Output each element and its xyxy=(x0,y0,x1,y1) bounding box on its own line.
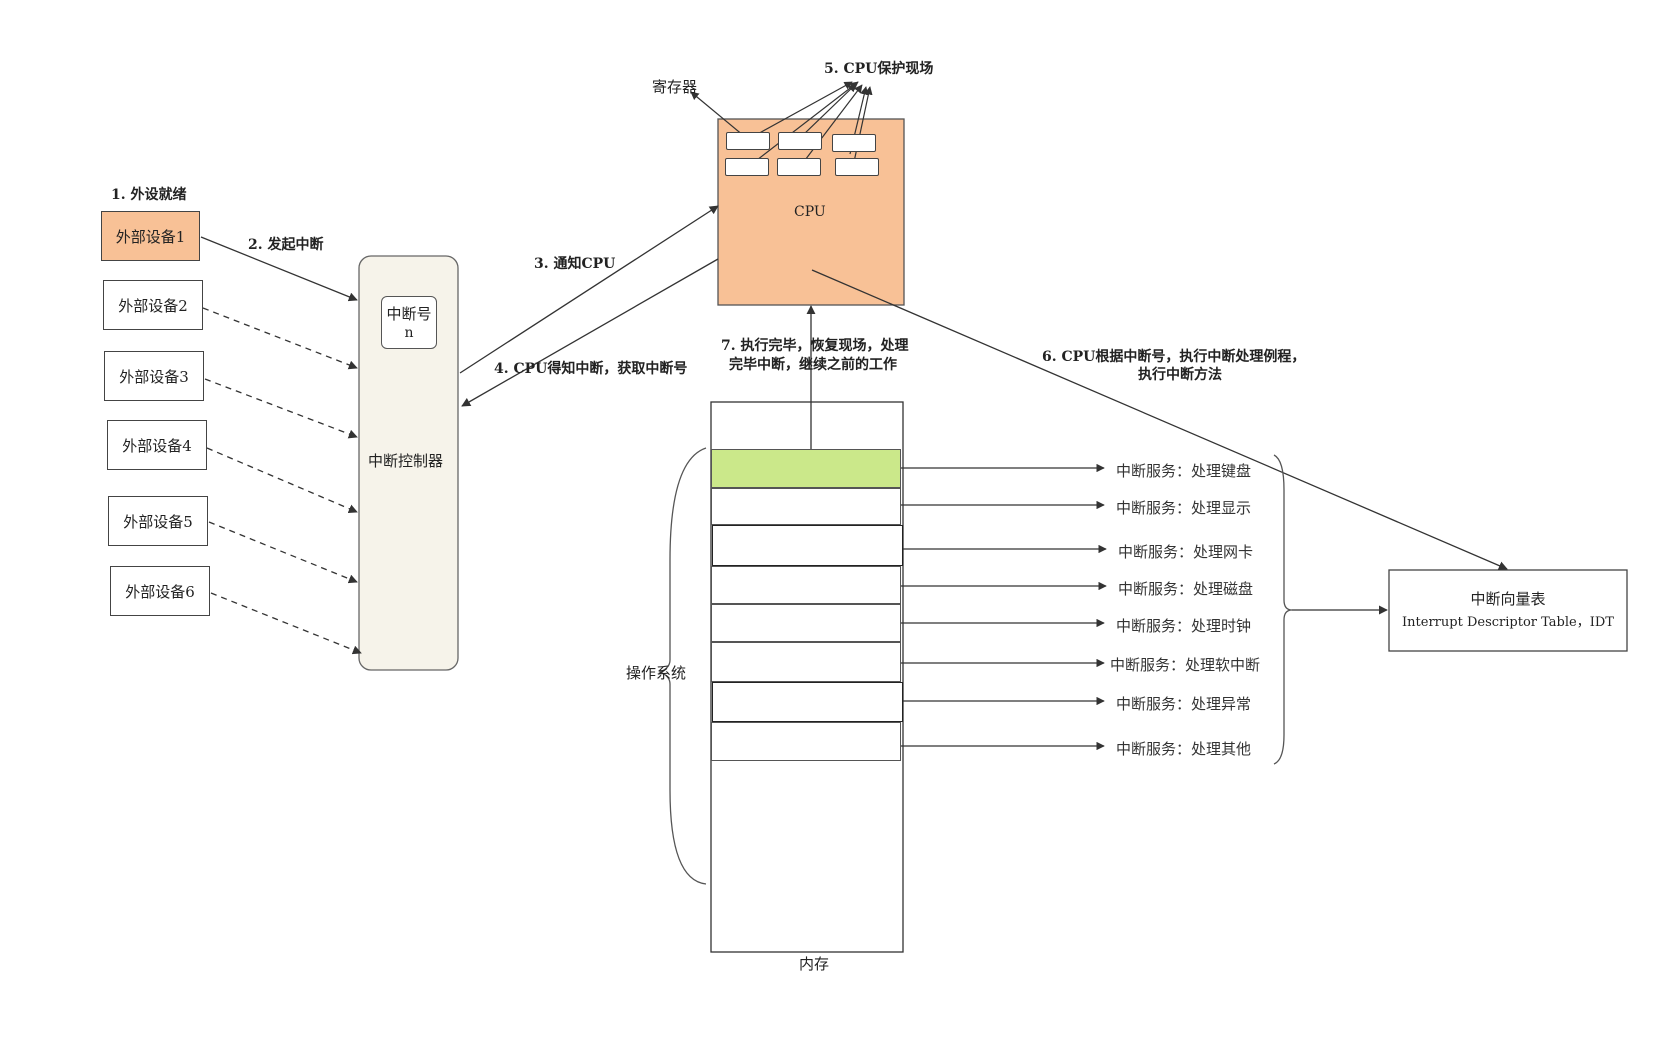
idt-title: 中断向量表 xyxy=(1470,590,1546,608)
step7-label-line1: 7. 执行完毕，恢复现场，处理 xyxy=(721,338,909,354)
register-5 xyxy=(777,158,821,176)
step7-label-line2: 完毕中断，继续之前的工作 xyxy=(729,357,897,373)
service-nic: 中断服务：处理网卡 xyxy=(1118,543,1254,561)
register-2 xyxy=(778,132,822,150)
arrow-protect-3 xyxy=(743,81,859,171)
step1-label: 1. 外设就绪 xyxy=(111,187,187,203)
arrow-device5-to-controller xyxy=(208,521,358,584)
service-exception: 中断服务：处理异常 xyxy=(1116,695,1252,713)
service-softirq: 中断服务：处理软中断 xyxy=(1110,656,1261,674)
device-4: 外部设备4 xyxy=(107,420,207,470)
step6-label-line2: 执行中断方法 xyxy=(1138,367,1222,383)
step5-label: 5. CPU保护现场 xyxy=(824,61,934,77)
service-keyboard: 中断服务：处理键盘 xyxy=(1116,462,1252,480)
memory-slot-disk xyxy=(711,566,901,604)
memory-slot-keyboard xyxy=(711,449,901,488)
arrow-protect-1 xyxy=(753,81,853,137)
memory-label: 内存 xyxy=(799,955,830,973)
arrow-save-register xyxy=(690,91,745,137)
service-disk: 中断服务：处理磁盘 xyxy=(1118,580,1254,598)
irq-number-box: 中断号 n xyxy=(381,296,437,349)
register-3 xyxy=(832,134,876,152)
step6-label-line1: 6. CPU根据中断号，执行中断处理例程， xyxy=(1042,349,1306,365)
device-5: 外部设备5 xyxy=(108,496,208,546)
arrow-device4-to-controller xyxy=(206,447,358,513)
arrow-device6-to-controller xyxy=(210,592,362,655)
register-6 xyxy=(835,158,879,176)
step2-label: 2. 发起中断 xyxy=(248,237,324,253)
step3-label: 3. 通知CPU xyxy=(534,256,616,272)
irq-number-value: n xyxy=(404,324,414,341)
cpu-label: CPU xyxy=(794,204,826,220)
idt-box xyxy=(1388,569,1628,652)
service-other: 中断服务：处理其他 xyxy=(1116,740,1252,758)
device-6: 外部设备6 xyxy=(110,566,210,616)
os-brace xyxy=(658,447,707,885)
idt-subtitle: Interrupt Descriptor Table，IDT xyxy=(1402,615,1614,630)
services-brace xyxy=(1273,454,1293,765)
memory-slot-exception xyxy=(712,682,903,722)
arrow-device1-to-controller xyxy=(200,236,358,302)
os-label: 操作系统 xyxy=(626,664,687,682)
arrow-controller-to-cpu xyxy=(459,205,719,374)
device-1: 外部设备1 xyxy=(101,211,200,261)
arrow-device2-to-controller xyxy=(202,307,358,370)
memory-slot-softirq xyxy=(711,642,901,682)
interrupt-controller-box xyxy=(358,255,459,671)
device-2: 外部设备2 xyxy=(103,280,203,330)
service-display: 中断服务：处理显示 xyxy=(1116,499,1252,517)
memory-slot-nic xyxy=(712,525,903,566)
memory-slot-clock xyxy=(711,604,901,642)
registers-label: 寄存器 xyxy=(652,78,698,96)
arrow-cpu-to-idt xyxy=(811,269,1508,570)
step4-label: 4. CPU得知中断，获取中断号 xyxy=(494,361,688,377)
register-1 xyxy=(726,132,770,150)
irq-number-label: 中断号 xyxy=(386,304,432,323)
service-clock: 中断服务：处理时钟 xyxy=(1116,617,1252,635)
memory-slot-other xyxy=(711,722,901,761)
interrupt-controller-label: 中断控制器 xyxy=(368,452,444,470)
device-3: 外部设备3 xyxy=(104,351,204,401)
memory-slot-display xyxy=(711,488,901,525)
arrow-cpu-to-controller xyxy=(461,258,719,407)
register-4 xyxy=(725,158,769,176)
arrow-protect-2 xyxy=(801,83,857,137)
arrow-device3-to-controller xyxy=(204,378,358,439)
arrow-protect-4 xyxy=(795,84,863,173)
